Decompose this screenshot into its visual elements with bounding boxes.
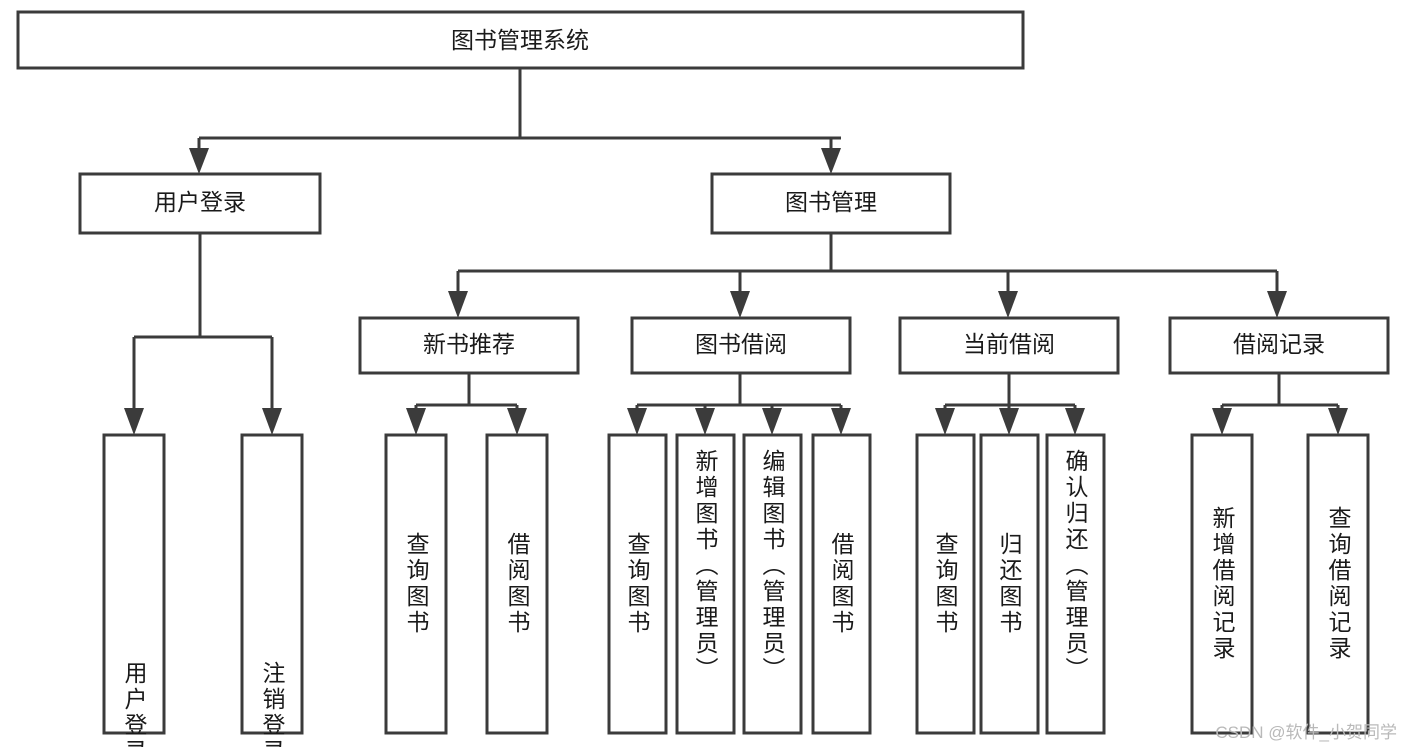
node-current-borrow-label: 当前借阅 [963,331,1055,357]
arrow-head-leaf-add-record [1212,408,1232,435]
node-borrow-record[interactable]: 借阅记录 [1168,316,1390,375]
node-leaf-query-book-2[interactable]: 查询图书 [607,433,668,735]
arrow-head-leaf-add-book [695,408,715,435]
node-leaf-borrow-book-1-box[interactable] [485,433,549,735]
arrow-head-current-borrow [998,291,1018,318]
node-leaf-edit-book-box[interactable] [742,433,803,735]
node-leaf-query-book-2-label: 查询图书 [624,532,651,636]
node-leaf-add-book[interactable]: 新增图书（管理员） [675,433,736,735]
node-leaf-edit-book-label: 编辑图书（管理员） [759,449,786,683]
arrow-head-new-book-recommend [448,291,468,318]
node-leaf-borrow-book-2-label: 借阅图书 [828,532,855,636]
arrow-head-leaf-borrow-book-1 [507,408,527,435]
node-leaf-add-record[interactable]: 新增借阅记录 [1190,433,1254,735]
node-leaf-return-book-box[interactable] [979,433,1040,735]
arrow-head-borrow-record [1267,291,1287,318]
node-leaf-query-record-label: 查询借阅记录 [1325,506,1352,662]
node-borrow-record-label: 借阅记录 [1233,331,1325,357]
node-leaf-confirm-return[interactable]: 确认归还（管理员） [1045,433,1106,735]
arrow-head-leaf-query-book-3 [935,408,955,435]
node-leaf-borrow-book-1-label: 借阅图书 [504,532,531,636]
node-leaf-borrow-book-2-box[interactable] [811,433,872,735]
arrow-head-leaf-borrow-book-2 [831,408,851,435]
node-user-login-label: 用户登录 [154,189,246,215]
node-book-manage-box[interactable] [710,172,952,235]
node-leaf-logout[interactable]: 注销登录 [240,433,304,747]
arrow-head-leaf-query-book-1 [406,408,426,435]
node-leaf-confirm-return-label: 确认归还（管理员） [1062,449,1089,683]
node-leaf-user-login[interactable]: 用户登录 [102,433,166,747]
node-leaf-query-book-3[interactable]: 查询图书 [915,433,976,735]
node-root[interactable]: 图书管理系统 [16,10,1025,70]
node-leaf-query-book-3-box[interactable] [915,433,976,735]
node-leaf-user-login-label: 用户登录 [121,661,148,747]
arrow-head-leaf-user-login [124,408,144,435]
node-user-login[interactable]: 用户登录 [78,172,322,235]
arrow-head-leaf-edit-book [762,408,782,435]
arrow-head-leaf-query-book-2 [627,408,647,435]
node-leaf-logout-label: 注销登录 [259,661,286,747]
node-leaf-user-login-box[interactable] [102,433,166,735]
node-root-label: 图书管理系统 [451,27,589,53]
node-leaf-borrow-book-2[interactable]: 借阅图书 [811,433,872,735]
node-new-book-recommend[interactable]: 新书推荐 [358,316,580,375]
node-leaf-query-book-1[interactable]: 查询图书 [384,433,448,735]
node-new-book-recommend-label: 新书推荐 [423,331,515,357]
node-leaf-add-record-label: 新增借阅记录 [1209,506,1236,662]
arrow-head-leaf-confirm-return [1065,408,1085,435]
node-current-borrow-box[interactable] [898,316,1120,375]
node-leaf-return-book-label: 归还图书 [996,532,1023,636]
node-leaf-query-book-1-label: 查询图书 [403,532,430,636]
arrow-head-leaf-query-record [1328,408,1348,435]
node-leaf-query-record-box[interactable] [1306,433,1370,735]
arrow-head-leaf-return-book [999,408,1019,435]
node-leaf-query-book-1-box[interactable] [384,433,448,735]
connector-group [124,68,1348,435]
node-current-borrow[interactable]: 当前借阅 [898,316,1120,375]
arrow-head-leaf-logout [262,408,282,435]
node-leaf-query-book-3-label: 查询图书 [932,532,959,636]
node-leaf-logout-box[interactable] [240,433,304,735]
node-leaf-add-record-box[interactable] [1190,433,1254,735]
node-leaf-add-book-box[interactable] [675,433,736,735]
node-book-borrow[interactable]: 图书借阅 [630,316,852,375]
node-borrow-record-box[interactable] [1168,316,1390,375]
arrow-head-book-borrow [730,291,750,318]
node-leaf-edit-book[interactable]: 编辑图书（管理员） [742,433,803,735]
arrow-head-user-login [189,148,209,174]
arrow-head-book-manage [821,148,841,174]
node-book-borrow-label: 图书借阅 [695,331,787,357]
node-leaf-query-record[interactable]: 查询借阅记录 [1306,433,1370,735]
node-book-manage-label: 图书管理 [785,189,877,215]
node-new-book-recommend-box[interactable] [358,316,580,375]
node-leaf-borrow-book-1[interactable]: 借阅图书 [485,433,549,735]
node-leaf-confirm-return-box[interactable] [1045,433,1106,735]
node-leaf-add-book-label: 新增图书（管理员） [692,449,719,683]
node-leaf-query-book-2-box[interactable] [607,433,668,735]
node-user-login-box[interactable] [78,172,322,235]
node-book-manage[interactable]: 图书管理 [710,172,952,235]
node-leaf-return-book[interactable]: 归还图书 [979,433,1040,735]
node-book-borrow-box[interactable] [630,316,852,375]
node-root-box[interactable] [16,10,1025,70]
